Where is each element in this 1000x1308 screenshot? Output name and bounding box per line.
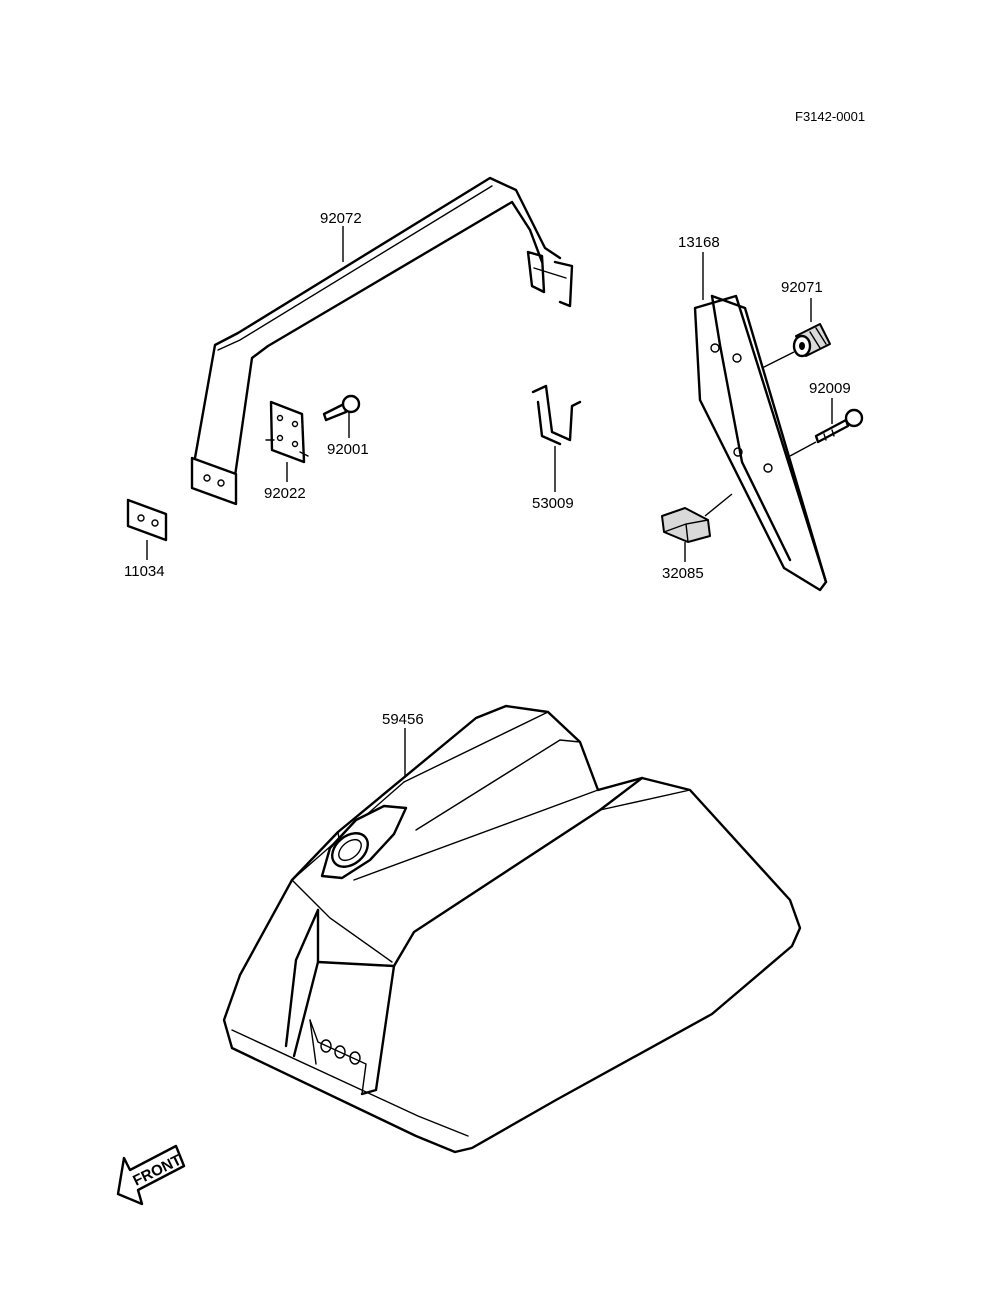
- reference-code: F3142-0001: [795, 109, 865, 124]
- part-92072-strap[interactable]: [190, 176, 574, 506]
- label-92072: 92072: [320, 210, 362, 227]
- label-92071: 92071: [781, 279, 823, 296]
- leader-92009-b: [789, 441, 817, 457]
- part-92071-grommet[interactable]: [792, 323, 831, 358]
- label-92009: 92009: [809, 380, 851, 397]
- part-92009-bolt[interactable]: [814, 408, 864, 444]
- label-92001: 92001: [327, 441, 369, 458]
- label-53009: 53009: [532, 495, 574, 512]
- part-92001-bolt[interactable]: [322, 394, 361, 422]
- label-13168: 13168: [678, 234, 720, 251]
- part-11034-pad[interactable]: [126, 498, 168, 542]
- label-92022: 92022: [264, 485, 306, 502]
- part-59456-cover[interactable]: [222, 704, 802, 1154]
- leader-92071-b: [761, 351, 795, 369]
- leader-32085-b: [704, 493, 733, 517]
- label-32085: 32085: [662, 565, 704, 582]
- front-arrow-icon: FRONT: [116, 1144, 186, 1206]
- label-59456: 59456: [382, 711, 424, 728]
- label-11034: 11034: [124, 563, 165, 580]
- part-92022-clip[interactable]: [265, 400, 309, 464]
- part-13168-bracket[interactable]: [693, 294, 828, 592]
- part-32085-cushion[interactable]: [661, 507, 711, 543]
- part-53009-clip[interactable]: [531, 384, 582, 446]
